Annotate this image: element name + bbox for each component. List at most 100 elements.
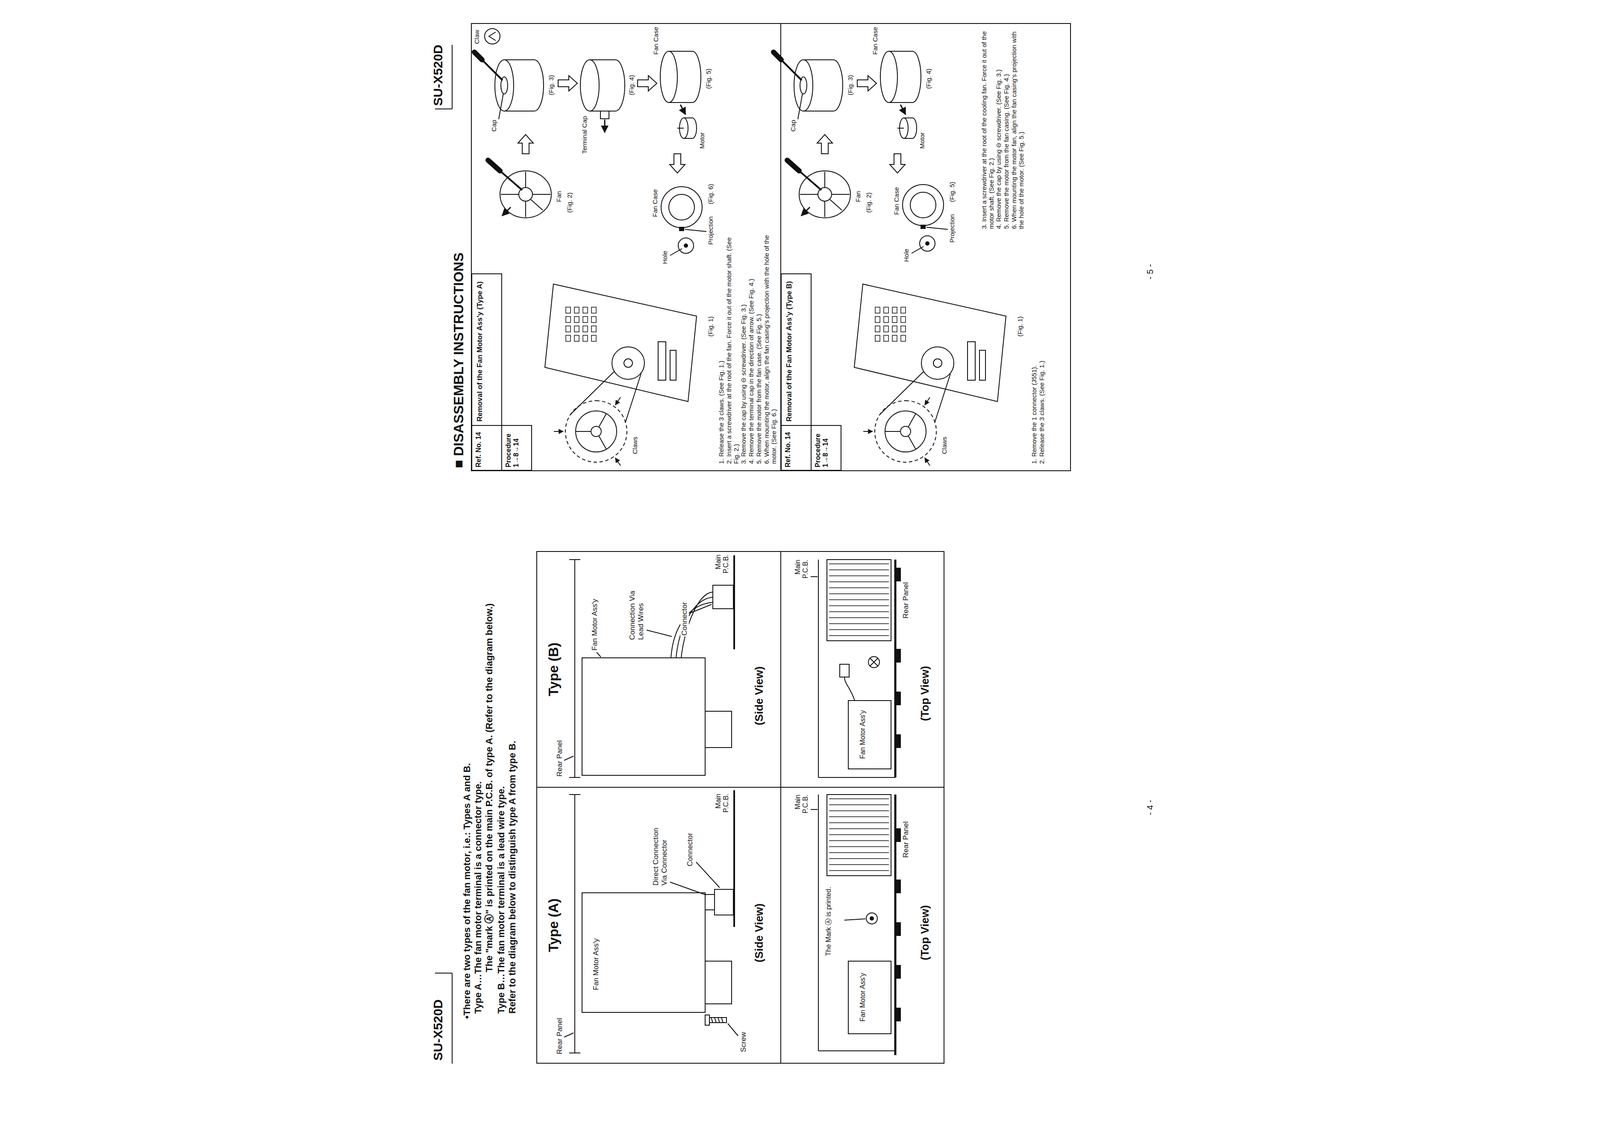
page-number: - 4 -	[1145, 799, 1156, 817]
panel-divider	[780, 551, 782, 1065]
part-label: Fan Motor Ass'y	[590, 598, 600, 652]
model-header: SU-X520D	[430, 999, 446, 1062]
part-label: Cap	[490, 118, 498, 133]
part-label: Claws	[941, 435, 949, 456]
figure-caption: (Fig. 4)	[925, 67, 933, 90]
part-label: Claw	[473, 29, 481, 45]
fig6-alignment	[661, 186, 707, 256]
figure-caption: (Fig. 1)	[1016, 315, 1024, 338]
part-label: The Mark Ⓐ is printed.	[824, 884, 833, 958]
part-label: Fan Motor Ass'y	[591, 938, 601, 992]
step-text: 2. Release the 3 claws. (See Fig. 1.)	[1038, 232, 1046, 465]
part-label: Connection Via Lead Wires	[628, 576, 645, 642]
step-text: 3. Insert a screwdriver at the root of t…	[980, 29, 995, 230]
part-label: Main P.C.B.	[794, 794, 810, 829]
fig5-motor-removal	[660, 51, 701, 139]
figure-caption: (Fig. 2)	[865, 191, 873, 214]
note-text: •There are two types of the fan motor, i…	[461, 762, 473, 1021]
part-label: Claws	[631, 435, 639, 456]
step-text: 1. Remove the 1 connector (J551).	[1030, 232, 1039, 465]
part-label: Projection	[707, 215, 715, 246]
step-text: 6. When mounting the motor fan, align th…	[1010, 29, 1025, 230]
part-label: Fan Case	[871, 26, 880, 56]
type-b-top-view	[810, 559, 901, 778]
fig1-front-panel	[544, 284, 697, 466]
fig2-fan	[488, 160, 552, 218]
title-cell: Removal of the Fan Motor Ass'y (Type A)	[471, 273, 503, 427]
part-label: Connector	[685, 832, 695, 868]
part-label: Fan Case	[651, 188, 659, 218]
note-text: Refer to the diagram below to distinguis…	[506, 740, 518, 1015]
type-a-side-view	[564, 790, 739, 1054]
figure-caption: (Fig. 3)	[547, 73, 556, 97]
part-label: Motor	[698, 131, 706, 150]
figure-caption: (Fig. 5)	[705, 67, 713, 90]
part-label: Hole	[902, 247, 911, 263]
claw-detail	[484, 28, 500, 45]
part-label: Direct Connection Via Connector	[651, 816, 669, 887]
part-label: Connector	[680, 601, 689, 637]
step-text: 1. Release the 3 claws. (See Fig. 1.)	[717, 232, 726, 465]
figure-caption: (Fig. 6)	[707, 182, 715, 206]
figure-caption: (Fig. 4)	[628, 73, 636, 97]
procedure-cell: Procedure 1→8→14	[501, 425, 533, 471]
step-text: 5. Remove the motor from the fan case. (…	[755, 232, 763, 465]
step-text: 2. Insert a screwdriver at the root of t…	[725, 232, 740, 465]
procedure-cell-text: Procedure 1→8→14	[814, 428, 830, 468]
ref-cell-text: Ref. No. 14	[784, 428, 792, 468]
part-label: Motor	[918, 131, 927, 150]
part-label: Main P.C.B.	[714, 553, 731, 583]
type-panel: Type (B)	[536, 551, 945, 789]
part-label: Projection	[948, 213, 956, 244]
title-cell-text: Removal of the Fan Motor Ass'y (Type A)	[475, 277, 485, 422]
part-label: Cap	[789, 118, 798, 133]
type-panel-text: Type (A)	[545, 796, 562, 1055]
view-caption: (Top View)	[918, 665, 932, 723]
procedure-cell: Procedure 1→8→14	[810, 425, 842, 471]
part-label: Rear Panel	[555, 739, 565, 778]
note-text: The "mark Ⓐ" is printed on the main P.C.…	[483, 602, 495, 974]
figure-caption: (Fig. 2)	[566, 191, 574, 214]
part-label: Rear Panel	[901, 820, 911, 859]
note-text: Type A…The fan motor terminal is a conne…	[472, 780, 484, 1015]
view-caption: (Top View)	[918, 904, 932, 962]
type-a-top-view	[810, 794, 901, 1056]
ref-cell: Ref. No. 14	[780, 425, 812, 471]
part-label: Terminal Cap	[581, 115, 589, 155]
title-cell-text: Removal of the Fan Motor Ass'y (Type B)	[785, 277, 794, 422]
title-cell: Removal of the Fan Motor Ass'y (Type B)	[780, 273, 812, 427]
part-label: Fan Case	[893, 186, 901, 216]
step-text: 3. Remove the cap by using ⊖ screwdriver…	[740, 232, 748, 465]
section-frame	[471, 23, 1071, 471]
step-text: 6. When mounting the motor, align the fa…	[763, 232, 778, 465]
ref-cell-text: Ref. No. 14	[474, 428, 483, 468]
step-text: 4. Remove the terminal cap in the direct…	[747, 232, 756, 465]
part-label: Rear Panel	[555, 1017, 565, 1056]
figure-caption: (Fig. 3)	[847, 73, 855, 97]
type-panel: Type (A)	[536, 787, 945, 1065]
page-number: - 5 -	[1145, 263, 1156, 281]
part-label: Rear Panel	[901, 581, 911, 620]
step-text: 5. Remove the motor from the fan casing.…	[1002, 29, 1011, 230]
part-label: Main P.C.B.	[714, 793, 731, 824]
section-heading: ■ DISASSEMBLY INSTRUCTIONS	[450, 251, 467, 470]
part-label: Main P.C.B.	[794, 558, 810, 594]
figure-caption: (Fig. 1)	[707, 315, 715, 338]
type-b-side-view	[564, 555, 735, 778]
fig3-cap	[474, 52, 544, 120]
ref-cell: Ref. No. 14	[471, 425, 503, 471]
model-header: SU-X520D	[430, 44, 446, 107]
part-label: Hole	[661, 250, 669, 265]
part-label: Fan Motor Ass'y	[858, 964, 867, 1031]
figure-caption: (Fig. 5)	[948, 180, 956, 203]
step-text: 4. Remove the cap by using ⊖ screwdriver…	[995, 29, 1003, 230]
part-label: Screw	[739, 1031, 748, 1054]
view-caption: (Side View)	[752, 665, 766, 727]
part-label: Fan Case	[652, 26, 660, 56]
note-text: Type B…The fan motor terminal is a lead …	[495, 785, 507, 1015]
procedure-cell-text: Procedure 1→8→14	[504, 428, 521, 468]
part-label: Fan	[854, 190, 862, 203]
part-label: Fan Motor Ass'y	[858, 703, 867, 766]
part-label: Fan	[555, 190, 563, 203]
